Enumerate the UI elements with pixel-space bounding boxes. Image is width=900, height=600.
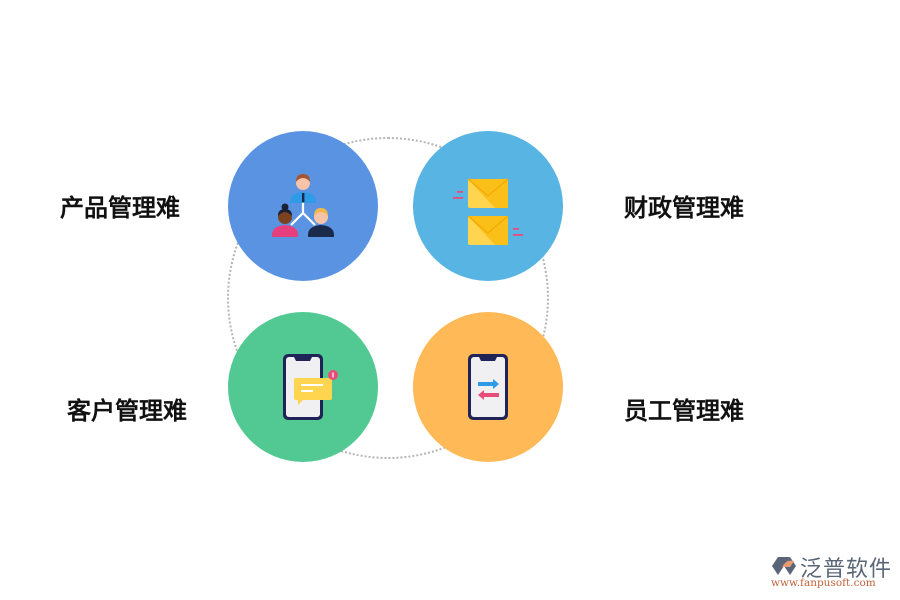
phone-message-icon xyxy=(283,354,338,420)
finance-management-label: 财政管理难 xyxy=(624,194,744,222)
fanpu-logo-icon xyxy=(772,557,796,575)
team-hierarchy-icon xyxy=(272,174,334,237)
envelopes-icon xyxy=(453,178,523,245)
finance-management-circle xyxy=(413,131,563,281)
product-management-label: 产品管理难 xyxy=(60,194,180,222)
brand-logo: 泛普软件 www.fanpusoft.com xyxy=(770,553,895,593)
employee-management-label: 员工管理难 xyxy=(624,397,744,425)
product-management-circle xyxy=(228,131,378,281)
customer-management-label: 客户管理难 xyxy=(67,397,187,425)
logo-name: 泛普软件 xyxy=(800,557,893,582)
employee-management-circle xyxy=(413,312,563,462)
logo-url: www.fanpusoft.com xyxy=(771,577,876,589)
phone-transfer-icon xyxy=(468,354,508,420)
customer-management-circle xyxy=(228,312,378,462)
dotted-ring xyxy=(227,137,549,459)
